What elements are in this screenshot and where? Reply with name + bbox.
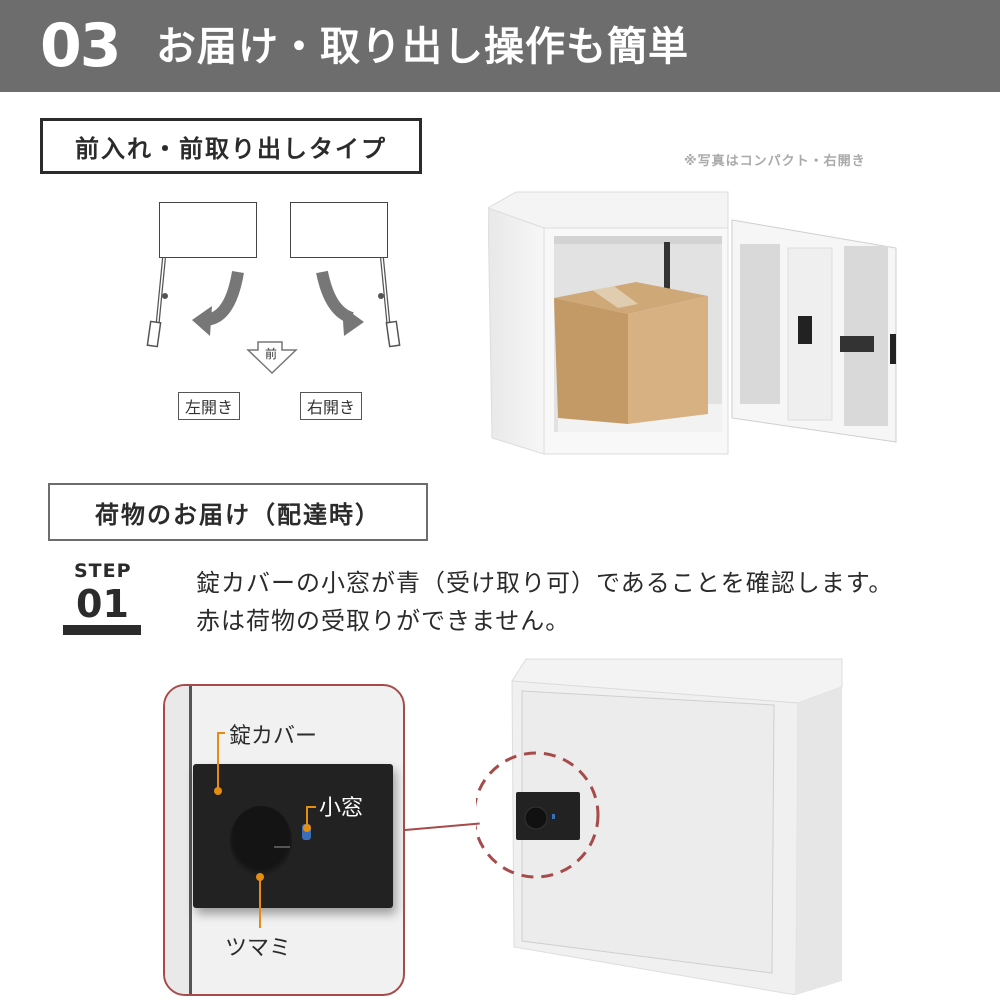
door-edge-line [189,686,192,994]
lock-cover [193,764,393,908]
type-label: 前入れ・前取り出しタイプ [40,118,422,174]
right-door-label: 右開き [300,392,363,420]
connector-line [404,822,480,831]
callout-dot [214,787,222,795]
closed-cabinet-photo [476,658,843,995]
delivery-label: 荷物のお届け（配達時） [48,483,428,541]
section-number: 03 [40,11,121,81]
knob-indicator [274,846,290,848]
status-window [302,824,311,840]
door-opening-diagram: 前 左開き 右開き [120,190,440,430]
knob-label: ツマミ [225,936,292,961]
callout-line [306,806,316,808]
door-arrows-icon [146,257,401,375]
callout-line [217,732,225,734]
section-title: お届け・取り出し操作も簡単 [156,24,689,70]
lock-cover-label: 錠カバー [229,724,318,749]
callout-line [259,878,261,928]
callout-dot [256,873,264,881]
step-word: STEP [74,560,132,582]
callout-line [306,806,308,826]
knob [230,806,292,876]
callout-dot [303,824,311,832]
step-number: 01 [76,582,129,626]
left-door-label: 左開き [178,392,241,420]
window-label: 小窓 [319,796,364,821]
callout-line [217,732,219,790]
door-edge [165,686,189,994]
step-instruction-line2: 赤は荷物の受取りができません。 [196,607,571,635]
photo-note: ※写真はコンパクト・右開き [684,154,866,169]
open-cabinet-photo [488,191,897,455]
lock-closeup: 錠カバー 小窓 ツマミ [163,684,405,996]
left-cabinet-outline [159,202,257,258]
header-bar: 03 お届け・取り出し操作も簡単 [0,0,1000,92]
front-label: 前 [265,347,278,361]
step-underline [63,625,141,635]
right-cabinet-outline [290,202,388,258]
step-instruction-line1: 錠カバーの小窓が青（受け取り可）であることを確認します。 [196,569,894,597]
